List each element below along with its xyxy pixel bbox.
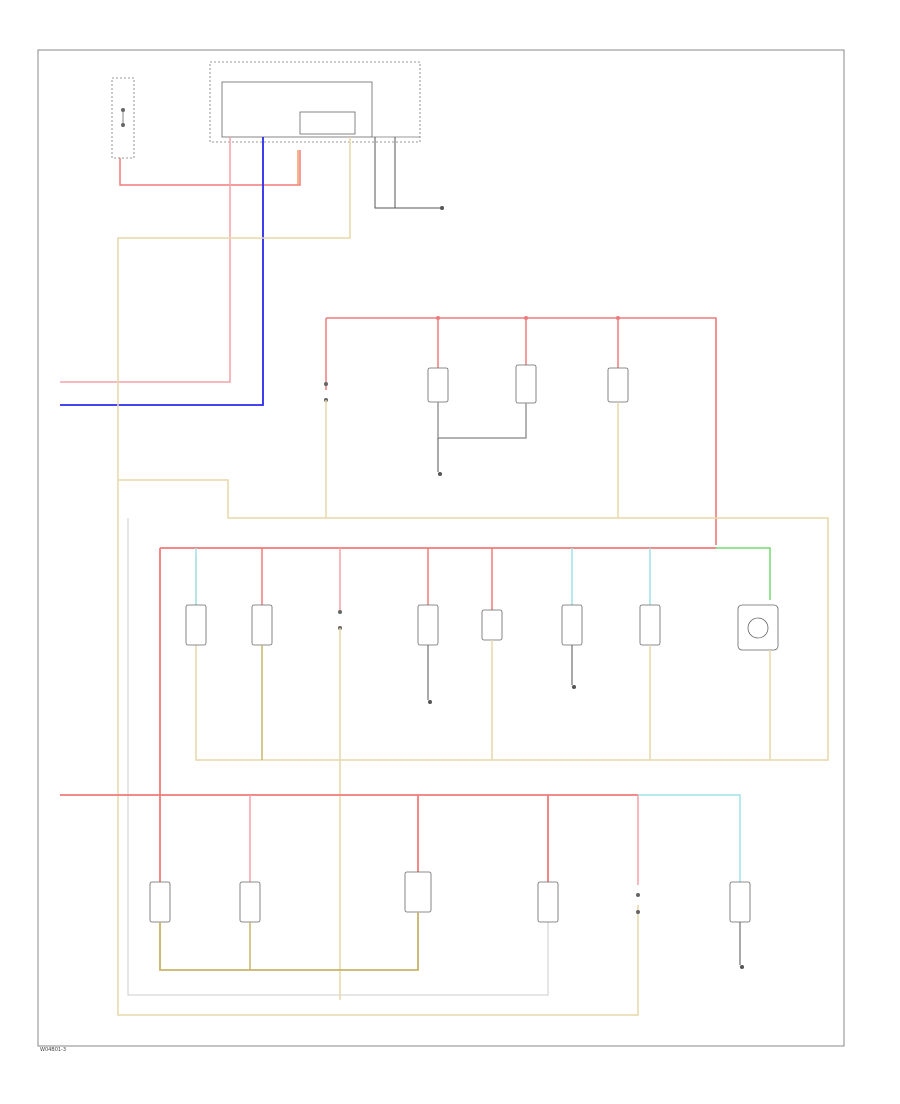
bottom-switch-4	[537, 881, 559, 923]
row2-switch-4	[417, 604, 439, 646]
row2-switch-3	[338, 610, 342, 630]
row2-switch-5	[481, 609, 503, 641]
wire-top-pink	[60, 137, 231, 383]
row2-switch-2	[251, 604, 273, 646]
row2-switch-1	[185, 604, 207, 646]
wire-tan-left	[117, 480, 639, 1016]
bottom-switch-6	[729, 881, 751, 923]
wire-tan-ring	[118, 479, 829, 761]
bus-red-middle	[326, 317, 717, 545]
bottom-switch-2	[239, 881, 261, 923]
bottom-switch-5	[636, 893, 640, 914]
wire-bottom-olive	[159, 912, 419, 971]
wire-top-red	[119, 150, 301, 186]
upper-switch-1	[324, 382, 328, 402]
bus-cyan-bottom	[638, 794, 741, 885]
wire-grey-left	[127, 518, 549, 996]
diagram-frame	[37, 49, 845, 1047]
row2-switch-6	[561, 604, 583, 646]
upper-switch-2	[427, 367, 449, 403]
fuse-block	[111, 77, 135, 159]
wire-top-black	[374, 137, 440, 209]
wire-top-tan	[117, 137, 351, 480]
wire-top-blue	[60, 137, 264, 406]
bottom-switch-1	[149, 881, 171, 923]
combination-meter	[209, 61, 421, 143]
bus-green-row2	[716, 547, 771, 600]
row2-switch-7	[639, 604, 661, 646]
upper-switch-4	[607, 367, 629, 403]
upper-switch-3	[515, 364, 537, 404]
wire-upper-grey	[437, 402, 527, 439]
footer-code: W04B01-3	[40, 1047, 66, 1053]
bottom-switch-3	[404, 871, 432, 913]
row2-switch-8	[737, 604, 779, 651]
